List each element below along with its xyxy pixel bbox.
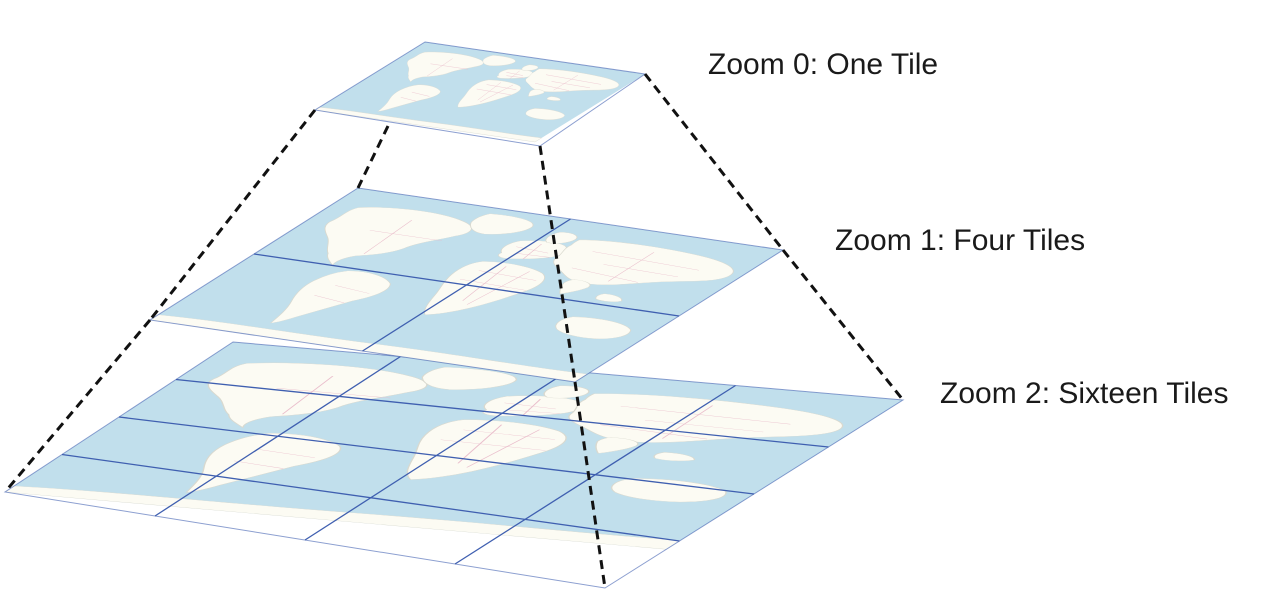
dashed-guide-line xyxy=(643,73,785,251)
dashed-guide-line xyxy=(356,125,390,189)
map-tile xyxy=(5,342,903,551)
zoom-0-label: Zoom 0: One Tile xyxy=(708,48,938,81)
zoom-2-label: Zoom 2: Sixteen Tiles xyxy=(940,377,1228,410)
dashed-guide-line xyxy=(3,319,152,493)
tile-grid-line xyxy=(454,384,736,565)
dashed-guide-line xyxy=(538,145,577,383)
tile-grid-line xyxy=(253,253,680,317)
tile-grid-line xyxy=(61,453,680,542)
tile-grid-line xyxy=(118,416,755,495)
zoom-2-tile-layer xyxy=(3,341,905,589)
pyramid-guide-lines xyxy=(3,73,905,589)
dashed-guide-line xyxy=(573,381,607,589)
zoom-0-tile-layer xyxy=(313,41,647,147)
zoom-1-label: Zoom 1: Four Tiles xyxy=(835,224,1085,257)
layer-outline xyxy=(3,341,905,589)
map-tile xyxy=(315,42,645,143)
dashed-guide-line xyxy=(781,249,905,401)
